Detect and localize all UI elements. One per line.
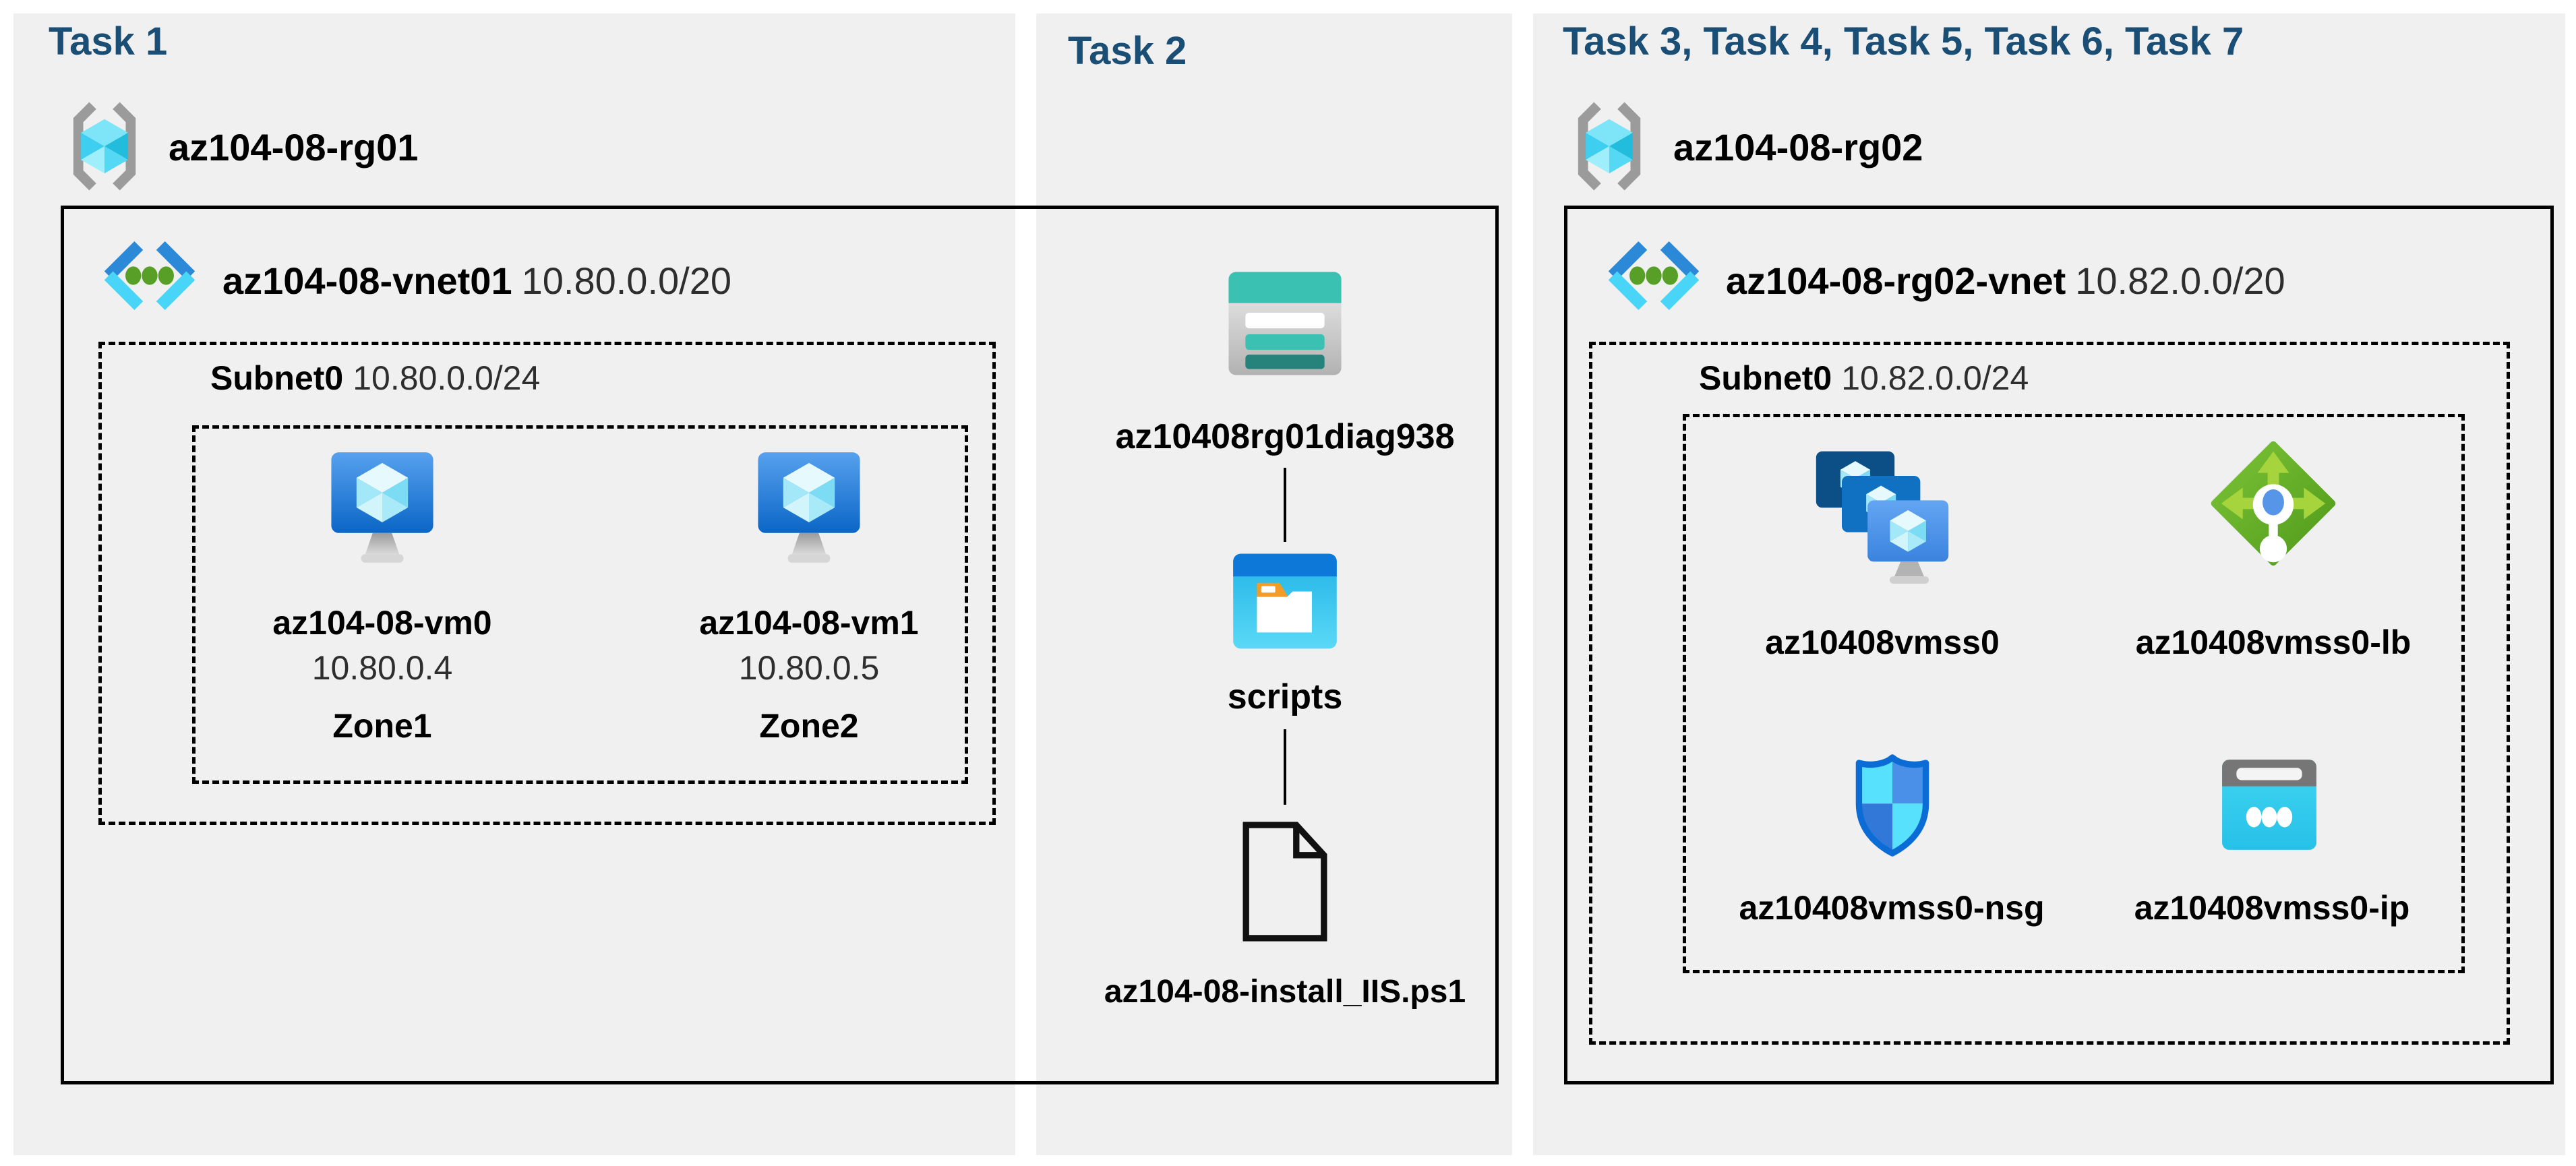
- virtual-machine-icon: [755, 450, 863, 565]
- vm0-zone: Zone1: [332, 707, 432, 745]
- task1-header: Task 1: [49, 20, 168, 63]
- blob-container-icon: [1231, 551, 1339, 651]
- task3-header: Task 3, Task 4, Task 5, Task 6, Task 7: [1563, 20, 2244, 63]
- storage-account-icon: [1224, 270, 1346, 377]
- vnet1-cidr: 10.80.0.0/20: [521, 259, 731, 302]
- resource-group-icon: [1564, 98, 1654, 194]
- virtual-machine-icon: [328, 450, 436, 565]
- connector-storage-scripts: [1284, 468, 1286, 542]
- vm0-name: az104-08-vm0: [272, 604, 492, 642]
- public-ip-name: az10408vmss0-ip: [2134, 889, 2410, 927]
- resource-group-name: az104-08-rg01: [169, 126, 419, 168]
- vm-zone-box: [192, 425, 968, 784]
- vm0-ip: 10.80.0.4: [311, 649, 453, 687]
- script-file-name: az104-08-install_IIS.ps1: [1104, 974, 1466, 1010]
- virtual-network-icon: [1602, 240, 1705, 311]
- storage-account-name: az10408rg01diag938: [1115, 417, 1455, 456]
- task2-header: Task 2: [1068, 29, 1187, 73]
- subnet2-cidr: 10.82.0.0/24: [1841, 359, 2029, 397]
- vnet2-box: [1564, 206, 2554, 1084]
- vm-scale-set-icon: [1814, 449, 1951, 584]
- subnet2-box: [1589, 342, 2510, 1045]
- panel-task1: [13, 13, 1015, 1155]
- nsg-name: az10408vmss0-nsg: [1739, 889, 2045, 927]
- vnet1-name: az104-08-vnet01: [222, 259, 512, 302]
- virtual-network-icon: [98, 240, 201, 311]
- vmss-resources-box: [1683, 414, 2465, 973]
- panel-task3: [1533, 13, 2565, 1155]
- connector-scripts-file: [1284, 729, 1286, 805]
- subnet1-box: [98, 342, 996, 825]
- subnet1-cidr: 10.80.0.0/24: [353, 359, 541, 397]
- vmss-name: az10408vmss0: [1765, 623, 2000, 661]
- subnet2-name: Subnet0: [1699, 359, 1832, 397]
- script-file-icon: [1238, 817, 1331, 946]
- resource-group-name: az104-08-rg02: [1673, 126, 1923, 168]
- vm1-ip: 10.80.0.5: [738, 649, 880, 687]
- load-balancer-icon: [2210, 435, 2337, 578]
- vm1-name: az104-08-vm1: [699, 604, 919, 642]
- network-security-group-icon: [1847, 752, 1938, 859]
- vnet1-box: [61, 206, 1499, 1084]
- subnet1-name: Subnet0: [210, 359, 344, 397]
- resource-group-icon: [59, 98, 150, 194]
- vnet2-cidr: 10.82.0.0/20: [2075, 259, 2285, 302]
- load-balancer-name: az10408vmss0-lb: [2135, 623, 2412, 661]
- vnet2-name: az104-08-rg02-vnet: [1726, 259, 2066, 302]
- vm1-zone: Zone2: [759, 707, 859, 745]
- container-name: scripts: [1227, 677, 1343, 716]
- public-ip-icon: [2218, 756, 2320, 853]
